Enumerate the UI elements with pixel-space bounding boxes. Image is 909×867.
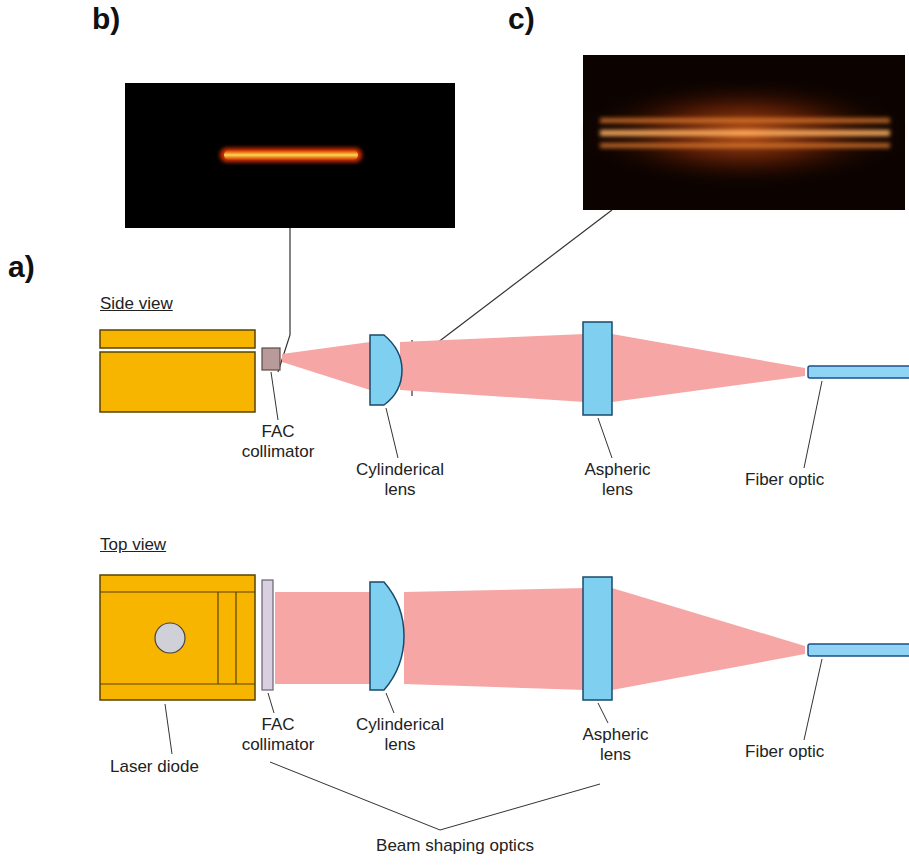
panel-letter: a) [8, 250, 68, 284]
beam-profile-b [125, 83, 455, 228]
leader-line [386, 408, 398, 458]
panel-letter: b) [92, 2, 152, 36]
beam-spot [224, 150, 358, 160]
aspheric-lens [583, 322, 612, 415]
leader-line [598, 418, 612, 458]
view-title: Side view [100, 294, 220, 314]
fac-collimator [262, 580, 273, 690]
laser-diode [100, 330, 255, 348]
leader-line [804, 381, 822, 468]
laser-beam [612, 588, 805, 690]
part-label: Aspheric lens [573, 725, 658, 765]
part-label: Fiber optic [745, 470, 865, 490]
leader-line [271, 372, 278, 420]
group-label: Beam shaping optics [355, 836, 555, 856]
leader-line [165, 704, 172, 754]
laser-beam [400, 334, 585, 402]
beam-streaks [600, 118, 890, 148]
part-label: Cylinderical lens [345, 460, 455, 500]
beam-spot [220, 148, 362, 162]
part-label: Cylinderical lens [345, 715, 455, 755]
leader-line [268, 693, 274, 713]
part-label: FAC collimator [228, 715, 328, 755]
panel-letter: c) [508, 2, 568, 36]
beam-glow [579, 78, 909, 188]
fac-collimator [262, 348, 280, 370]
leader-line [804, 659, 822, 740]
laser-beam [404, 588, 585, 690]
fiber-optic [808, 366, 909, 378]
aspheric-lens [583, 577, 612, 700]
cylindrical-lens [370, 582, 404, 690]
view-title: Top view [100, 535, 220, 555]
part-label: Fiber optic [745, 742, 865, 762]
leader-line [598, 703, 608, 723]
cylindrical-lens [370, 335, 402, 405]
part-label: FAC collimator [228, 422, 328, 462]
group-bracket [270, 762, 600, 830]
part-label: Laser diode [110, 757, 240, 777]
diode-window [155, 623, 185, 653]
laser-beam [612, 334, 805, 402]
laser-diode [100, 352, 255, 412]
laser-beam [282, 342, 370, 390]
laser-beam [275, 592, 370, 684]
leader-line [386, 693, 394, 713]
fiber-optic [808, 644, 909, 656]
part-label: Aspheric lens [575, 460, 660, 500]
laser-diode [100, 575, 255, 700]
